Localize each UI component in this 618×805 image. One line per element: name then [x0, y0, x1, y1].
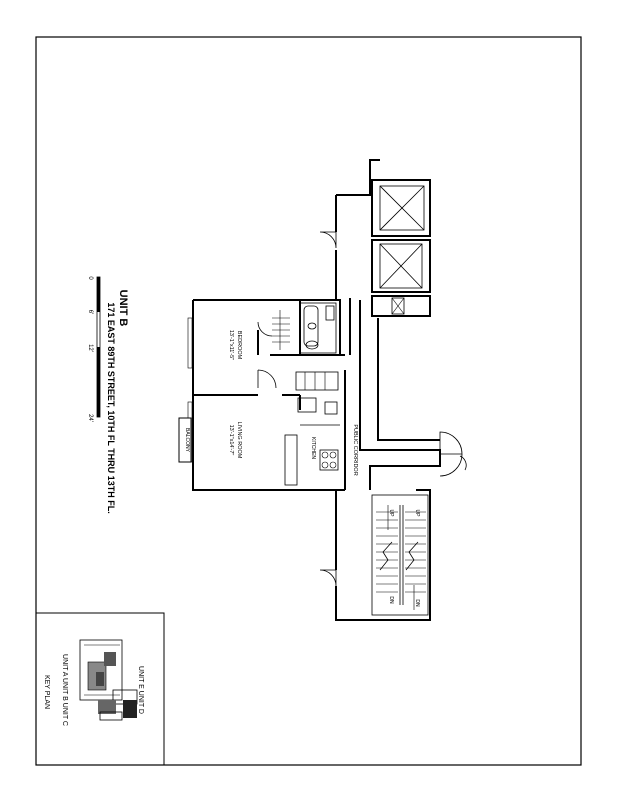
stair: UP UP DN DN [371, 494, 429, 616]
living-room-dims: 13'-1"x14'-7" [228, 425, 234, 456]
key-plan-units-top: UNIT E UNIT D [137, 666, 144, 714]
sheet-border [35, 36, 582, 766]
scale-tick-24: 24' [87, 414, 93, 422]
scale-tick-0: 0 [87, 276, 93, 280]
stair-up-label-2: UP [414, 510, 420, 518]
kitchen-label: KITCHEN [310, 437, 316, 459]
kitchen-fixtures [284, 371, 339, 486]
apartment-doors [257, 231, 337, 587]
stair-treads [376, 511, 426, 593]
closet-hatching [272, 310, 290, 350]
stair-dn-label-1: DN [388, 596, 394, 604]
room-labels: BEDROOM 13'-1"x11'-5" LIVING ROOM 13'-1"… [228, 330, 358, 476]
stair-up-label-1: UP [388, 510, 394, 518]
public-corridor-label: PUBLIC CORRIDOR [352, 424, 358, 475]
key-plan-title: KEY PLAN [43, 675, 50, 709]
unit-title: UNIT B [117, 290, 129, 327]
bedroom-label: BEDROOM [236, 331, 242, 360]
elevator-core [371, 179, 431, 317]
balcony-label: BALCONY [184, 428, 190, 453]
public-corridor [335, 159, 467, 621]
apartment-walls [187, 299, 346, 491]
living-room-label: LIVING ROOM [236, 422, 242, 459]
bathroom [272, 302, 337, 354]
balcony: BALCONY [178, 417, 192, 463]
graphic-scale: 0 6' 12' 24' [87, 276, 101, 422]
key-plan-box: UNIT E UNIT D UNIT A UNIT B UNIT C KEY P… [36, 612, 165, 765]
stair-dn-label-2: DN [414, 599, 420, 607]
bedroom-dims: 13'-1"x11'-5" [228, 330, 234, 360]
scale-tick-12: 12' [87, 344, 93, 352]
title-block: UNIT B 171 EAST 89TH STREET, 10TH FL THR… [87, 276, 129, 513]
address-title: 171 EAST 89TH STREET, 10TH FL THRU 13TH … [106, 302, 116, 513]
key-plan-diagram [79, 639, 138, 721]
key-plan-units-bottom: UNIT A UNIT B UNIT C [61, 654, 68, 726]
scale-tick-6: 6' [87, 310, 93, 314]
